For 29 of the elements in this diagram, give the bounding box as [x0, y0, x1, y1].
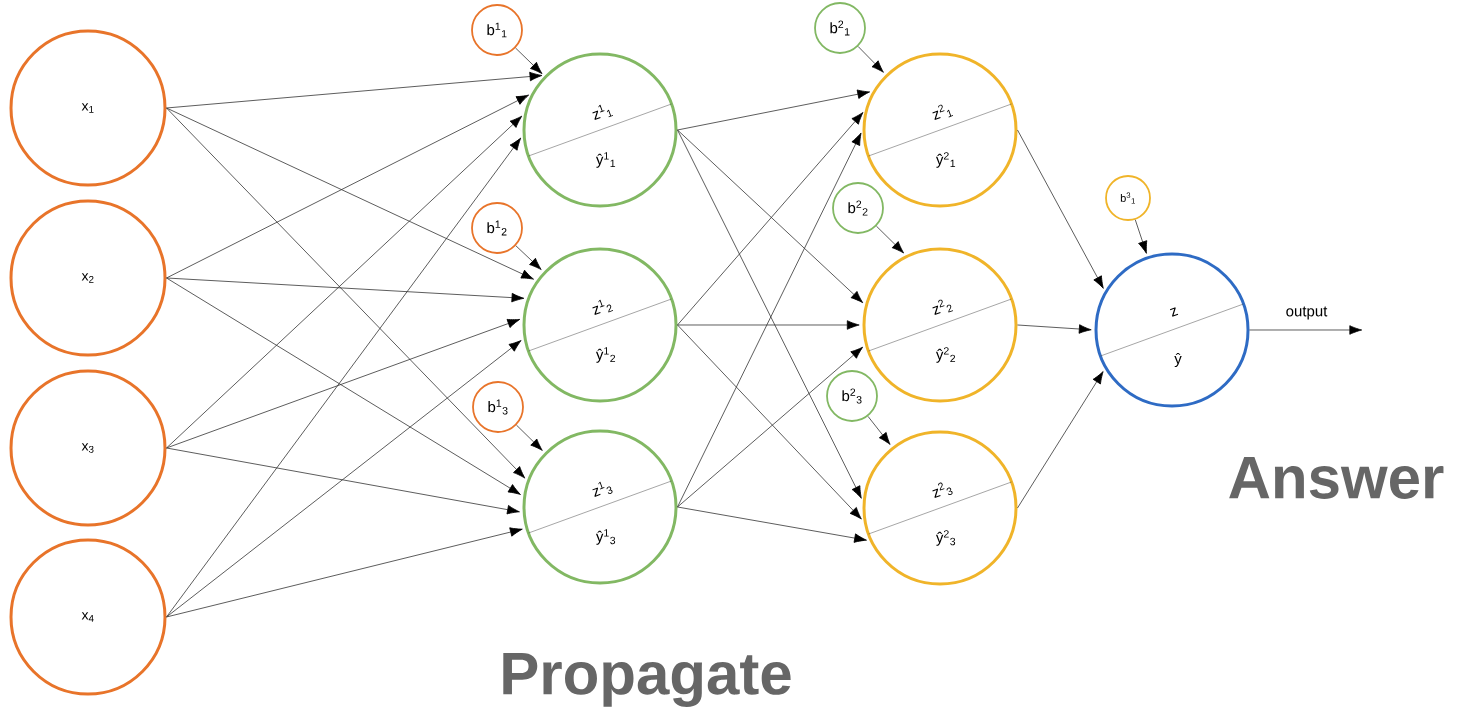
arrow — [867, 415, 891, 445]
arrow — [516, 424, 543, 451]
arrow — [677, 506, 867, 543]
arrow — [1017, 129, 1104, 289]
arrow — [166, 137, 522, 618]
arrow — [677, 129, 864, 304]
arrow — [515, 245, 542, 270]
arrow — [677, 346, 864, 508]
arrow — [166, 277, 525, 303]
heading: Propagate — [503, 653, 791, 707]
arrow — [515, 47, 543, 75]
arrow — [677, 320, 860, 330]
arrow — [1249, 325, 1363, 335]
arrow — [166, 319, 521, 449]
arrow — [1017, 371, 1104, 509]
arrow — [677, 112, 864, 326]
arrow — [677, 89, 871, 131]
arrow — [677, 324, 862, 520]
arrow — [166, 277, 521, 495]
arrow — [166, 340, 522, 618]
arrow — [876, 225, 905, 254]
heading: Answer — [1229, 457, 1444, 499]
arrow — [1017, 324, 1092, 334]
arrow — [1134, 219, 1148, 254]
arrow — [166, 527, 523, 618]
arrow — [166, 447, 520, 515]
arrow — [857, 46, 884, 73]
arrow — [166, 71, 543, 109]
edge-label: output — [1286, 306, 1328, 320]
